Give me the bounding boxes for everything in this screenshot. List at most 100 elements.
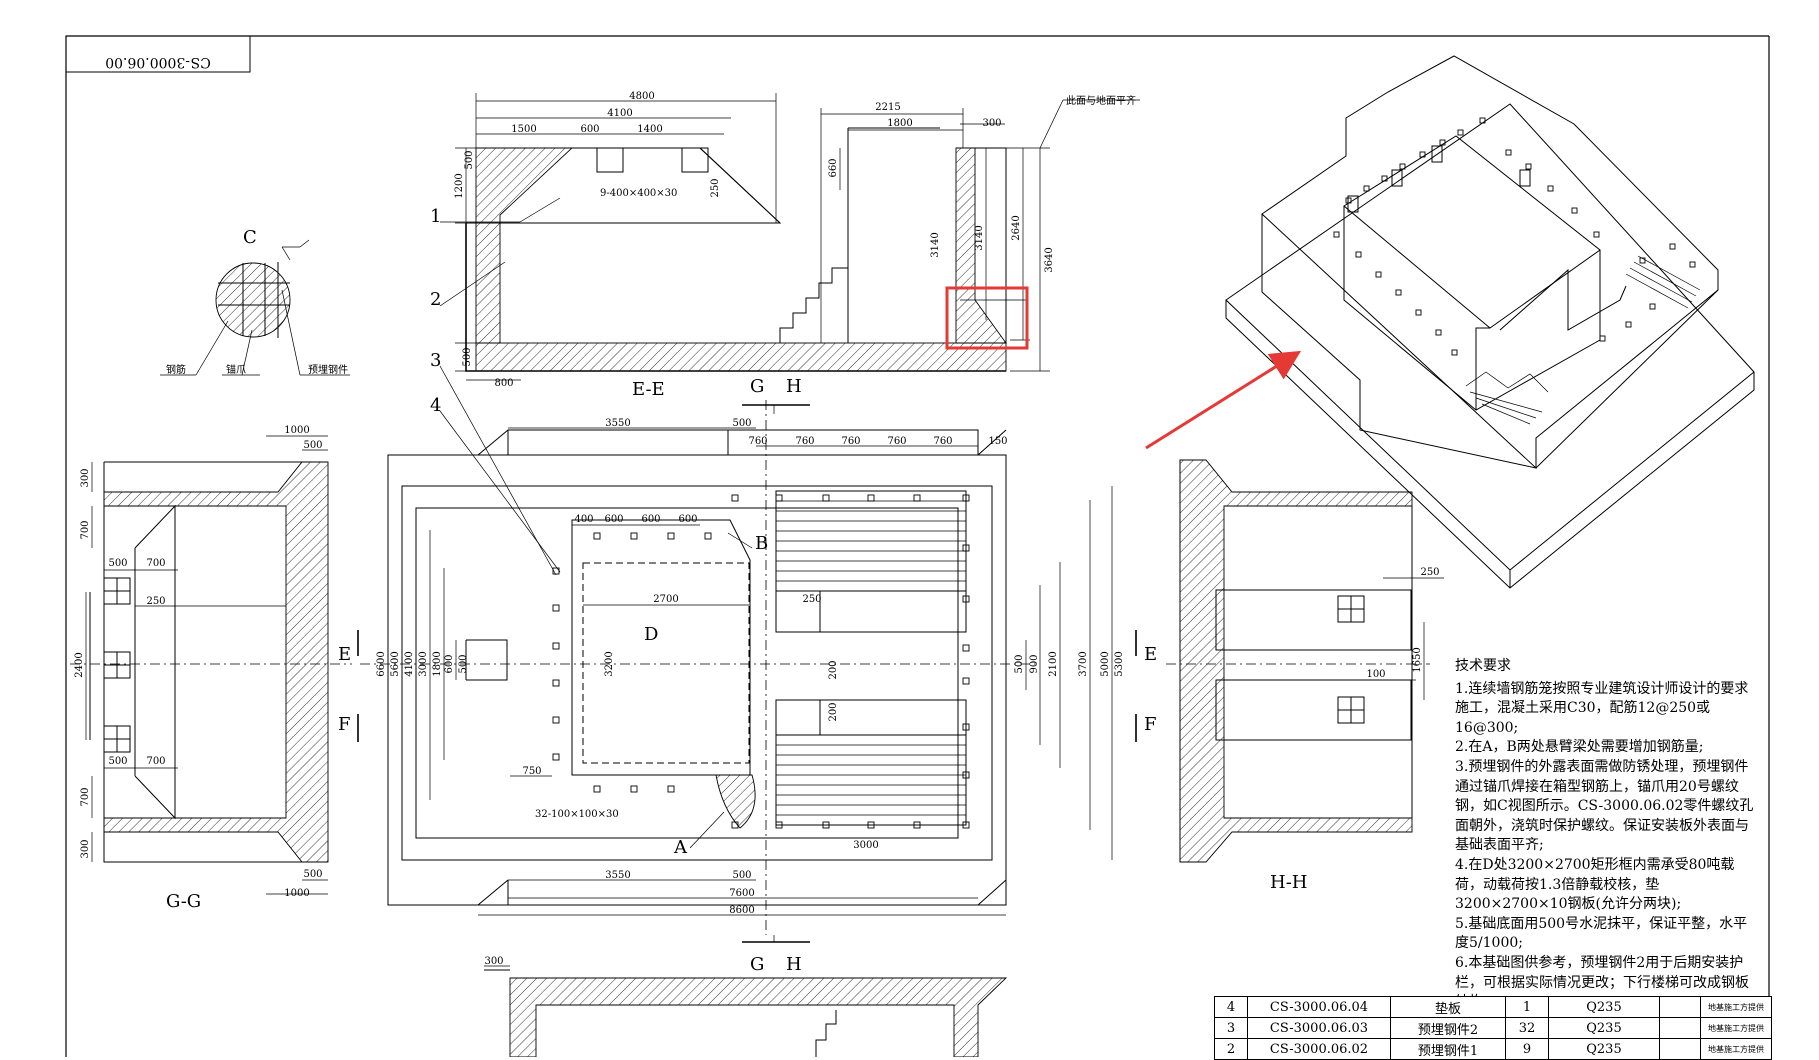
svg-text:5300: 5300 — [1114, 651, 1125, 676]
svg-text:1000: 1000 — [284, 425, 309, 436]
svg-text:3200: 3200 — [604, 651, 615, 676]
bom-row: 2 CS-3000.06.02 预埋钢件1 9 Q235 地基施工方提供 — [1214, 1038, 1772, 1060]
svg-text:500: 500 — [462, 347, 473, 366]
svg-text:3550: 3550 — [605, 418, 630, 429]
svg-text:250: 250 — [710, 178, 721, 197]
svg-text:2640: 2640 — [1011, 215, 1022, 240]
callout-4: 4 — [430, 395, 441, 416]
highlight-arrow — [1145, 350, 1302, 450]
svg-text:760: 760 — [841, 436, 860, 447]
svg-text:700: 700 — [146, 756, 165, 767]
bom-row: 4 CS-3000.06.04 垫板 1 Q235 地基施工方提供 — [1214, 996, 1772, 1018]
drawing-frame: CS-3000.06.00 — [65, 35, 1770, 1057]
technical-notes: 技术要求 1.连续墙钢筋笼按照专业建筑设计师设计的要求施工，混凝土采用C30，配… — [1455, 657, 1755, 1013]
highlight-box — [945, 286, 1029, 350]
svg-text:G: G — [750, 954, 764, 975]
svg-text:H: H — [786, 376, 802, 397]
svg-text:3640: 3640 — [1044, 247, 1055, 272]
note-4: 4.在D处3200×2700矩形框内需承受80吨载荷，动载荷按1.3倍静载校核，… — [1455, 856, 1735, 913]
svg-text:760: 760 — [933, 436, 952, 447]
svg-text:9-400×400×30: 9-400×400×30 — [600, 188, 677, 199]
svg-text:预埋钢件: 预埋钢件 — [308, 363, 348, 376]
svg-text:此面与地面平齐: 此面与地面平齐 — [1066, 94, 1136, 107]
svg-text:800: 800 — [494, 378, 513, 389]
svg-text:F: F — [338, 714, 351, 735]
svg-text:700: 700 — [80, 520, 91, 539]
svg-text:600: 600 — [678, 514, 697, 525]
label-b: B — [755, 533, 768, 554]
svg-text:300: 300 — [80, 839, 91, 858]
notes-title: 技术要求 — [1455, 658, 1511, 674]
svg-text:3700: 3700 — [1078, 651, 1089, 676]
svg-text:1200: 1200 — [454, 173, 465, 198]
svg-text:3000: 3000 — [418, 651, 429, 676]
svg-text:700: 700 — [146, 558, 165, 569]
svg-text:2215: 2215 — [875, 102, 900, 113]
svg-text:3550: 3550 — [605, 870, 630, 881]
callout-1: 1 — [430, 206, 441, 227]
svg-text:1400: 1400 — [637, 124, 662, 135]
svg-text:500: 500 — [108, 558, 127, 569]
svg-text:2400: 2400 — [74, 652, 85, 677]
svg-text:G: G — [750, 376, 764, 397]
svg-text:150: 150 — [988, 436, 1007, 447]
svg-text:E: E — [1144, 644, 1157, 665]
svg-text:3140: 3140 — [974, 225, 985, 250]
note-1: 1.连续墙钢筋笼按照专业建筑设计师设计的要求施工，混凝土采用C30，配筋12@2… — [1455, 680, 1749, 736]
svg-text:锚爪: 锚爪 — [226, 364, 246, 376]
svg-text:600: 600 — [641, 514, 660, 525]
svg-text:4800: 4800 — [629, 91, 654, 102]
svg-text:250: 250 — [802, 594, 821, 605]
embedded-plates — [552, 494, 970, 829]
svg-text:6600: 6600 — [376, 651, 387, 676]
note-3: 3.预埋钢件的外露表面需做防锈处理，预埋钢件通过锚爪焊接在箱型钢筋上，锚爪用20… — [1455, 758, 1754, 854]
svg-text:1000: 1000 — [284, 888, 309, 899]
svg-text:500: 500 — [1014, 654, 1025, 673]
iso-plates — [1333, 117, 1696, 356]
plan-view: 3550 500 760 760 760 760 760 150 400 600… — [338, 376, 1157, 975]
svg-text:4100: 4100 — [404, 651, 415, 676]
iso-stair-right — [1625, 255, 1701, 309]
svg-text:500: 500 — [108, 756, 127, 767]
svg-text:500: 500 — [732, 418, 751, 429]
svg-text:600: 600 — [580, 124, 599, 135]
svg-text:300: 300 — [484, 956, 503, 967]
label-ee: E-E — [632, 379, 665, 400]
detail-c: C 钢筋 锚爪 预埋钢件 — [160, 227, 350, 376]
svg-text:1800: 1800 — [432, 651, 443, 676]
svg-text:1800: 1800 — [887, 118, 912, 129]
svg-text:5600: 5600 — [390, 651, 401, 676]
svg-text:500: 500 — [303, 869, 322, 880]
svg-text:3000: 3000 — [853, 840, 878, 851]
svg-text:8600: 8600 — [729, 905, 754, 916]
svg-text:7600: 7600 — [729, 888, 754, 899]
svg-text:750: 750 — [522, 766, 541, 777]
svg-text:600: 600 — [604, 514, 623, 525]
svg-text:600: 600 — [444, 654, 455, 673]
svg-text:500: 500 — [458, 654, 469, 673]
svg-text:100: 100 — [1366, 669, 1385, 680]
svg-text:500: 500 — [732, 870, 751, 881]
drawing-number: CS-3000.06.00 — [105, 54, 211, 70]
bom-row: 3 CS-3000.06.03 预埋钢件2 32 Q235 地基施工方提供 — [1214, 1017, 1772, 1039]
svg-text:4100: 4100 — [607, 108, 632, 119]
svg-text:2700: 2700 — [653, 594, 678, 605]
svg-text:200: 200 — [828, 702, 839, 721]
note-5: 5.基础底面用500号水泥抹平，保证平整，水平度5/1000; — [1455, 915, 1748, 952]
svg-text:660: 660 — [828, 158, 839, 177]
svg-text:250: 250 — [1420, 567, 1439, 578]
svg-text:500: 500 — [464, 150, 475, 169]
svg-text:32-100×100×30: 32-100×100×30 — [535, 809, 619, 820]
section-gg: 1000 500 300 700 500 700 250 2400 500 70… — [70, 425, 352, 912]
svg-text:400: 400 — [574, 514, 593, 525]
svg-text:钢筋: 钢筋 — [166, 363, 186, 376]
section-hh: 250 100 1650 H-H — [1166, 459, 1444, 893]
svg-text:E: E — [338, 644, 351, 665]
svg-text:H: H — [786, 954, 802, 975]
label-a: A — [673, 837, 688, 858]
callout-3: 3 — [430, 350, 441, 371]
svg-text:300: 300 — [80, 468, 91, 487]
isometric-view — [1145, 55, 1755, 589]
stair-top — [776, 500, 966, 582]
